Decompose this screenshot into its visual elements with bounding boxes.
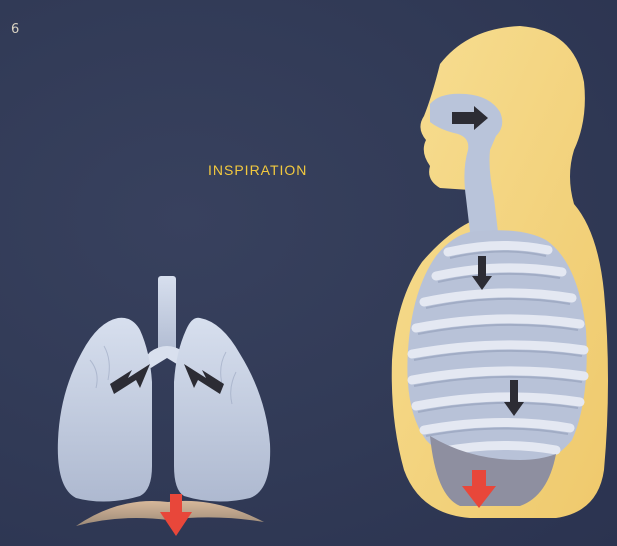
trachea [158,276,176,358]
left-lung [58,318,152,502]
right-lung [174,318,270,502]
lungs-diagram [58,276,270,536]
down-arrow-icon [160,494,192,536]
torso-diagram [392,26,608,518]
